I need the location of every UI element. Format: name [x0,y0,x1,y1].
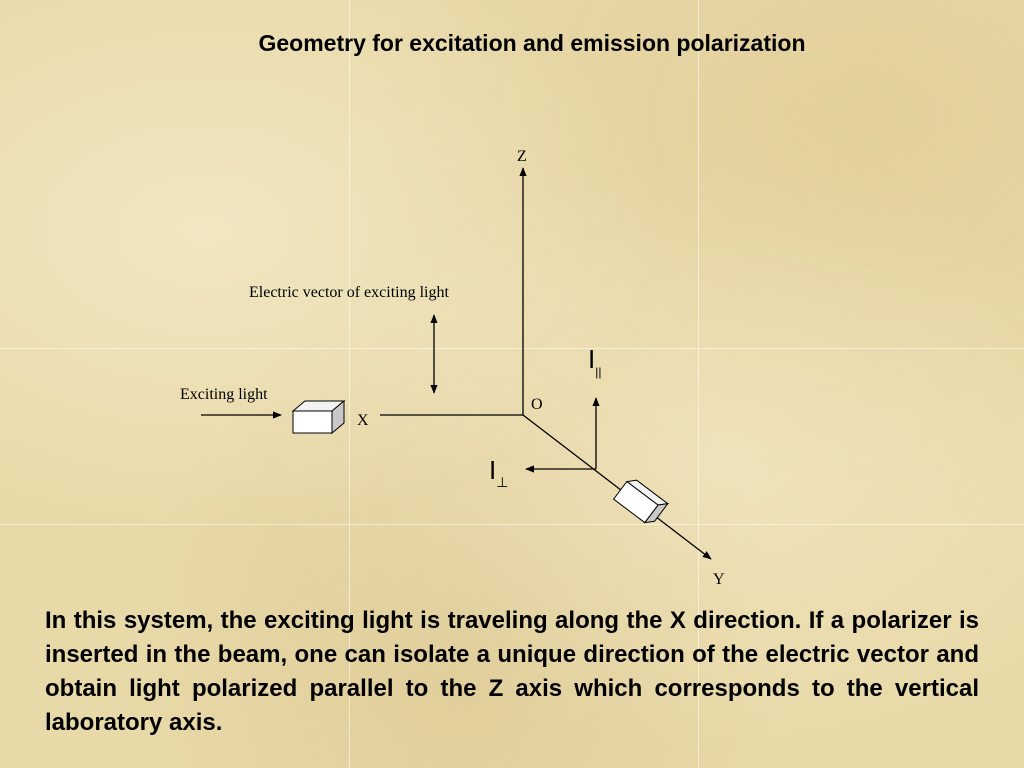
electric-vector-label: Electric vector of exciting light [249,284,449,301]
slide-title: Geometry for excitation and emission pol… [258,30,806,56]
y-axis [522,414,712,560]
emission-polarizer-box [612,479,670,524]
exciting-light-label: Exciting light [180,386,268,403]
i-perpendicular-label: I⊥ [489,455,508,490]
origin-label: O [531,396,543,413]
description-paragraph: In this system, the exciting light is tr… [45,607,979,736]
z-axis-label: Z [517,148,527,165]
i-parallel-label: I|| [588,344,601,379]
excitation-polarizer-box [291,399,346,435]
x-axis-label: X [357,412,369,429]
y-axis-label: Y [713,571,725,588]
